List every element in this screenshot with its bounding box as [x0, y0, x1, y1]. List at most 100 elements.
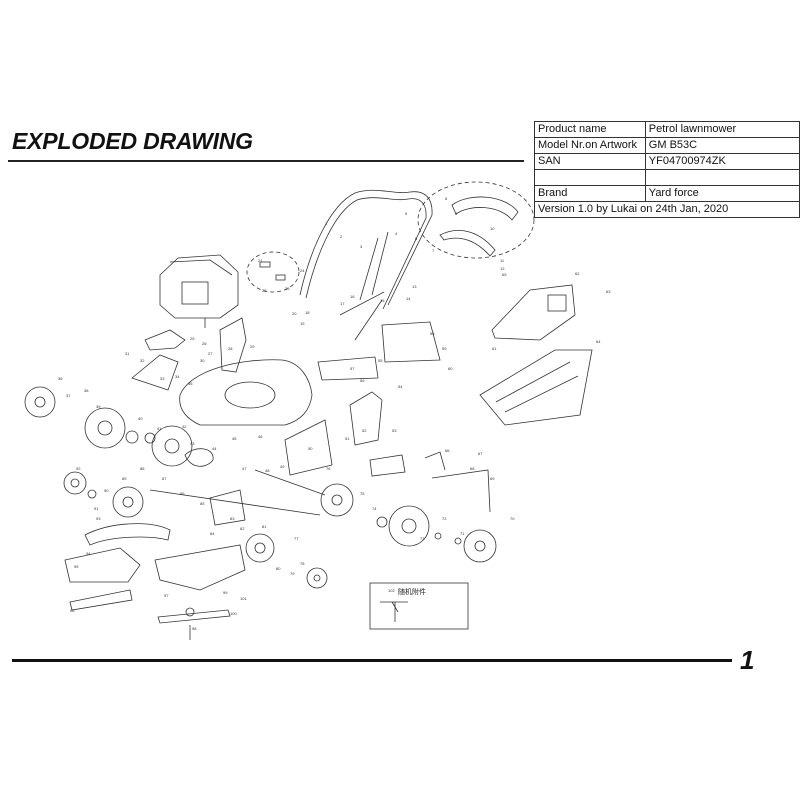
page-title: EXPLODED DRAWING: [12, 128, 253, 154]
part-number-label: 64: [596, 339, 601, 344]
part-number-label: 8: [445, 196, 448, 201]
part-number-label: 89: [122, 476, 127, 481]
part-number-label: 72: [442, 516, 447, 521]
part-number-label: 53: [392, 428, 397, 433]
handle-lower: [339, 231, 389, 341]
part-number-label: 39: [96, 404, 101, 409]
page-number: 1: [740, 645, 755, 675]
part-number-label: 33: [160, 376, 165, 381]
part-number-label: 81: [262, 524, 267, 529]
part-number-label: 67: [478, 451, 483, 456]
part-number-label: 2: [340, 234, 343, 239]
part-number-label: 27: [208, 351, 213, 356]
part-number-label: 18: [305, 310, 310, 315]
footer-rule: [12, 659, 732, 662]
info-row-product-name: Product name Petrol lawnmower: [534, 121, 800, 138]
part-number-label: 5: [405, 211, 408, 216]
grass-bag-frame: [491, 284, 576, 341]
part-number-label: 45: [232, 436, 237, 441]
part-number-label: 31: [125, 351, 130, 356]
part-number-label: 71: [460, 531, 465, 536]
small-parts: [87, 430, 462, 545]
part-number-label: 14: [406, 296, 411, 301]
part-number-label: 76: [326, 466, 331, 471]
info-row-brand: Brand Yard force: [534, 185, 800, 202]
part-number-label: 82: [240, 526, 245, 531]
product-info-table: Product name Petrol lawnmower Model Nr.o…: [534, 121, 800, 218]
deck: [179, 359, 313, 426]
part-number-label: 6: [415, 236, 418, 241]
part-number-label: 36: [58, 376, 63, 381]
part-number-label: 78: [300, 561, 305, 566]
part-number-label: 77: [294, 536, 299, 541]
part-number-label: 51: [345, 436, 350, 441]
part-number-label: 13: [412, 284, 417, 289]
part-number-label: 37: [66, 393, 71, 398]
belt-cover: [131, 329, 186, 391]
part-number-label: 32: [140, 358, 145, 363]
part-number-label: 52: [362, 428, 367, 433]
part-number-label: 40: [138, 416, 143, 421]
part-number-label: 90: [104, 488, 109, 493]
part-number-label: 60: [448, 366, 453, 371]
engine: [159, 254, 239, 328]
part-number-label: 23: [285, 286, 290, 291]
part-number-label: 101: [240, 596, 247, 601]
part-number-label: 34: [175, 374, 180, 379]
part-number-label: 38: [84, 388, 89, 393]
blade-assembly: [154, 544, 246, 640]
part-number-label: 12: [500, 266, 505, 271]
part-number-label: 80: [276, 566, 281, 571]
part-number-label: 75: [360, 491, 365, 496]
mulch-plug: [64, 523, 171, 611]
part-number-label: 48: [265, 468, 270, 473]
drive-axle: [149, 451, 491, 526]
part-number-label: 68: [470, 466, 475, 471]
part-number-label: 1: [325, 221, 328, 226]
rear-flap: [317, 321, 441, 381]
part-number-label: 73: [420, 536, 425, 541]
part-number-label: 74: [372, 506, 377, 511]
part-number-label: 22: [262, 288, 267, 293]
part-number-label: 4: [395, 231, 398, 236]
part-number-label: 28: [228, 346, 233, 351]
part-number-label: 66: [445, 448, 450, 453]
part-number-label: 63: [606, 289, 611, 294]
cable-clip-group: [246, 251, 300, 293]
part-number-label: 55: [378, 358, 383, 363]
rear-height-bracket: [219, 317, 383, 446]
part-number-label: 92: [76, 466, 81, 471]
part-number-label: 96: [70, 608, 75, 613]
part-number-label: 42: [182, 424, 187, 429]
part-number-label: 21: [258, 258, 263, 263]
part-number-label: 25: [190, 336, 195, 341]
part-number-label: 20: [292, 311, 297, 316]
part-number-label: 91: [94, 506, 99, 511]
part-number-label: 95: [74, 564, 79, 569]
part-number-label: 19: [300, 321, 305, 326]
part-number-label: 17: [340, 301, 345, 306]
part-number-label: 86: [180, 491, 185, 496]
part-number-label: 3: [360, 244, 363, 249]
grass-bag: [479, 349, 593, 426]
part-number-label: 49: [280, 464, 285, 469]
part-number-label: 102: [388, 588, 395, 593]
side-discharge: [284, 419, 406, 477]
part-number-label: 62: [575, 271, 580, 276]
part-number-label: 11: [500, 258, 505, 263]
part-number-label: 98: [192, 626, 197, 631]
part-number-label: 87: [162, 476, 167, 481]
part-number-label: 54: [398, 384, 403, 389]
part-number-label: 41: [157, 426, 162, 431]
part-number-label: 43: [190, 441, 195, 446]
part-number-label: 35: [188, 381, 193, 386]
part-number-label: 57: [350, 366, 355, 371]
part-number-label: 29: [250, 344, 255, 349]
info-row-version: Version 1.0 by Lukai on 24th Jan, 2020: [534, 201, 800, 218]
part-number-label: 26: [202, 341, 207, 346]
part-number-label: 46: [258, 434, 263, 439]
part-number-label: 7: [432, 248, 435, 253]
handle-control-bar-group: [417, 181, 535, 259]
part-number-label: 94: [86, 551, 91, 556]
